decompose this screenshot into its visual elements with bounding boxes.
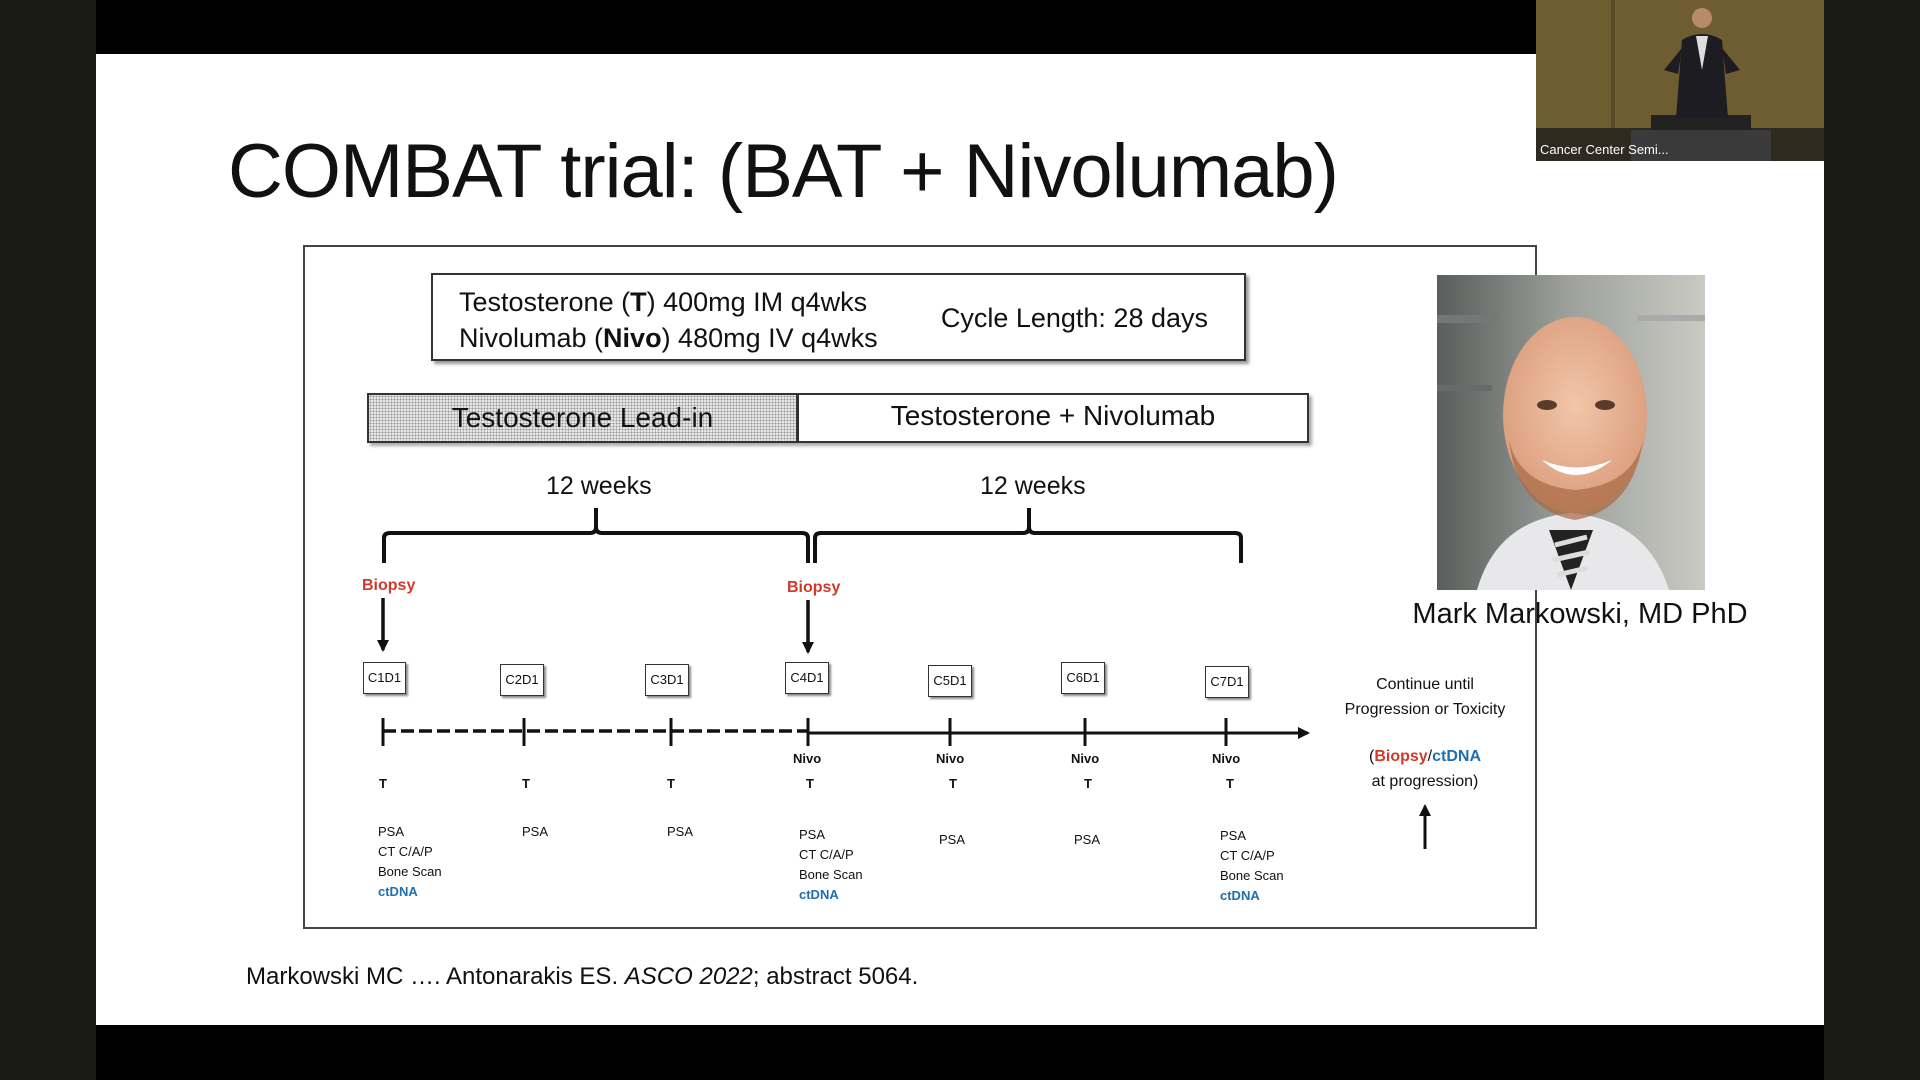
right-letterbox: [1824, 0, 1920, 1080]
cycle-box-c6d1: C6D1: [1061, 662, 1105, 694]
speaker-name: Mark Markowski, MD PhD: [1412, 598, 1748, 630]
evals-c5: PSA: [939, 832, 966, 847]
nivo-label-c4: Nivo: [793, 751, 822, 766]
phase-leadin-label: Testosterone Lead-in: [451, 402, 714, 433]
citation: Markowski MC …. Antonarakis ES. ASCO 202…: [246, 963, 919, 990]
weeks-label-left: 12 weeks: [546, 472, 652, 500]
progression-ctdna: ctDNA: [1432, 748, 1481, 765]
t-label-c4: T: [806, 776, 814, 791]
top-letterbox: [96, 0, 1536, 54]
ctdna-label-c1: ctDNA: [378, 884, 418, 899]
left-letterbox: [0, 0, 96, 1080]
cycle-box-c3d1: C3D1: [645, 664, 689, 696]
speaker-photo: [1437, 275, 1705, 590]
dosing-nivolumab: Nivolumab (Nivo) 480mg IV q4wks: [459, 323, 878, 353]
brace-left: [382, 508, 810, 563]
biopsy-label-1: Biopsy: [362, 577, 416, 594]
webcam-video: [1536, 0, 1824, 161]
cycle-length: Cycle Length: 28 days: [940, 303, 1208, 333]
cycle-box-c2d1: C2D1: [500, 664, 544, 696]
nivo-label-c5: Nivo: [936, 751, 965, 766]
t-label-c1: T: [379, 776, 387, 791]
biopsy-label-2: Biopsy: [787, 579, 841, 596]
cycle-box-c7d1: C7D1: [1205, 666, 1249, 698]
t-label-c2: T: [522, 776, 530, 791]
progression-biopsy: Biopsy: [1374, 748, 1428, 765]
cycle-box-c5d1: C5D1: [928, 665, 972, 697]
t-label-c5: T: [949, 776, 957, 791]
t-label-c6: T: [1084, 776, 1092, 791]
t-label-c7: T: [1226, 776, 1234, 791]
brace-right: [813, 508, 1243, 563]
webcam-label: Cancer Center Semi...: [1540, 142, 1669, 157]
slide-title: COMBAT trial: (BAT + Nivolumab): [228, 129, 1339, 214]
continue-note: Continue until Progression or Toxicity: [1344, 676, 1506, 718]
bottom-letterbox: [96, 1025, 1824, 1080]
evals-c2: PSA: [522, 824, 549, 839]
phase-leadin-box: Testosterone Lead-in: [367, 393, 798, 443]
cycle-box-c1d1: C1D1: [363, 662, 406, 694]
cycle-box-c4d1: C4D1: [785, 662, 829, 694]
nivo-label-c7: Nivo: [1212, 751, 1241, 766]
evals-c6: PSA: [1074, 832, 1101, 847]
evals-c4: PSA CT C/A/P Bone Scan ctDNA: [799, 825, 863, 905]
nivo-label-c6: Nivo: [1071, 751, 1100, 766]
phase-combo-box: Testosterone + Nivolumab: [797, 393, 1309, 443]
phase-combo-label: Testosterone + Nivolumab: [890, 400, 1216, 431]
progression-note: (Biopsy/ctDNA at progression): [1368, 748, 1481, 790]
evals-c7: PSA CT C/A/P Bone Scan ctDNA: [1220, 826, 1284, 906]
dosing-testosterone: Testosterone (T) 400mg IM q4wks: [459, 287, 868, 317]
ctdna-label-c7: ctDNA: [1220, 888, 1260, 903]
weeks-label-right: 12 weeks: [980, 472, 1086, 500]
ctdna-label-c4: ctDNA: [799, 887, 839, 902]
t-label-c3: T: [667, 776, 675, 791]
evals-c3: PSA: [667, 824, 694, 839]
webcam-thumbnail[interactable]: Cancer Center Semi...: [1536, 0, 1824, 161]
evals-c1: PSA CT C/A/P Bone Scan ctDNA: [378, 822, 442, 902]
dosing-box: Testosterone (T) 400mg IM q4wks Nivoluma…: [431, 273, 1246, 361]
